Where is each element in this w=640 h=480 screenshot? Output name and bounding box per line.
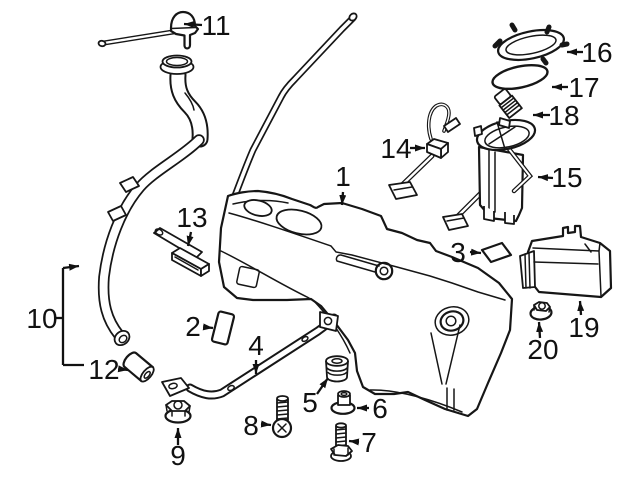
callout-control-module[interactable]: 19 <box>568 312 599 343</box>
callout-grommet[interactable]: 6 <box>372 393 388 424</box>
seal-ring <box>491 63 549 91</box>
callout-bracket[interactable]: 13 <box>176 202 207 233</box>
leader-line-filler-pipe-2 <box>62 263 80 271</box>
leader-line-bracket-0 <box>186 231 194 247</box>
grommet <box>330 390 356 415</box>
tension-strap <box>161 311 339 400</box>
callout-fuel-tank[interactable]: 1 <box>335 161 351 192</box>
fuel-pump-module <box>442 117 537 231</box>
vent-valve <box>97 10 200 50</box>
leader-line-torx-bolt-0 <box>260 420 272 428</box>
leader-line-rubber-sleeve-0 <box>117 365 129 373</box>
filler-pipe <box>97 54 209 347</box>
callout-filler-pipe[interactable]: 10 <box>26 303 57 334</box>
callout-level-sensor[interactable]: 14 <box>380 133 411 164</box>
vent-pipe <box>227 12 358 210</box>
callout-hex-nut[interactable]: 9 <box>170 440 186 471</box>
callout-connector-cap[interactable]: 18 <box>548 100 579 131</box>
control-module <box>519 224 613 299</box>
lock-ring <box>492 22 570 66</box>
callout-flange-bolt[interactable]: 7 <box>361 427 377 458</box>
leader-line-fuel-tank-0 <box>339 191 347 206</box>
flange-bolt <box>330 422 353 462</box>
pipe-clip <box>119 176 140 193</box>
callout-tension-strap[interactable]: 4 <box>248 330 264 361</box>
rubber-sleeve <box>122 351 155 383</box>
leader-line-flange-bolt-0 <box>348 438 360 446</box>
callout-lock-ring[interactable]: 16 <box>581 37 612 68</box>
mount-pad <box>480 241 513 264</box>
bracket-13 <box>153 227 210 277</box>
connector-cap <box>493 88 523 119</box>
pipe-clip <box>107 205 127 222</box>
leader-line-vent-valve-0 <box>183 21 203 29</box>
callout-buffer-pad[interactable]: 2 <box>185 311 201 342</box>
buffer-pad <box>210 310 236 346</box>
callout-bushing[interactable]: 5 <box>302 387 318 418</box>
level-sensor <box>388 102 461 200</box>
leader-line-buffer-pad-0 <box>202 323 214 331</box>
callout-mount-pad[interactable]: 3 <box>450 237 466 268</box>
leader-line-mount-pad-0 <box>469 248 482 256</box>
leader-line-fuel-pump-module-0 <box>537 174 554 182</box>
callout-rubber-sleeve[interactable]: 12 <box>88 354 119 385</box>
callout-torx-bolt[interactable]: 8 <box>243 410 259 441</box>
callout-flange-nut[interactable]: 20 <box>527 334 558 365</box>
hex-nut <box>164 400 192 424</box>
fuel-tank <box>217 189 514 418</box>
torx-bolt <box>271 395 293 439</box>
leader-line-bushing-0 <box>316 377 329 395</box>
leader-line-control-module-0 <box>577 300 585 316</box>
bushing <box>325 355 349 383</box>
flange-nut <box>529 301 553 321</box>
callout-vent-valve[interactable]: 11 <box>201 10 230 41</box>
callout-fuel-pump-module[interactable]: 15 <box>551 162 582 193</box>
leader-line-flange-nut-0 <box>536 321 544 339</box>
callout-seal-ring[interactable]: 17 <box>568 72 599 103</box>
